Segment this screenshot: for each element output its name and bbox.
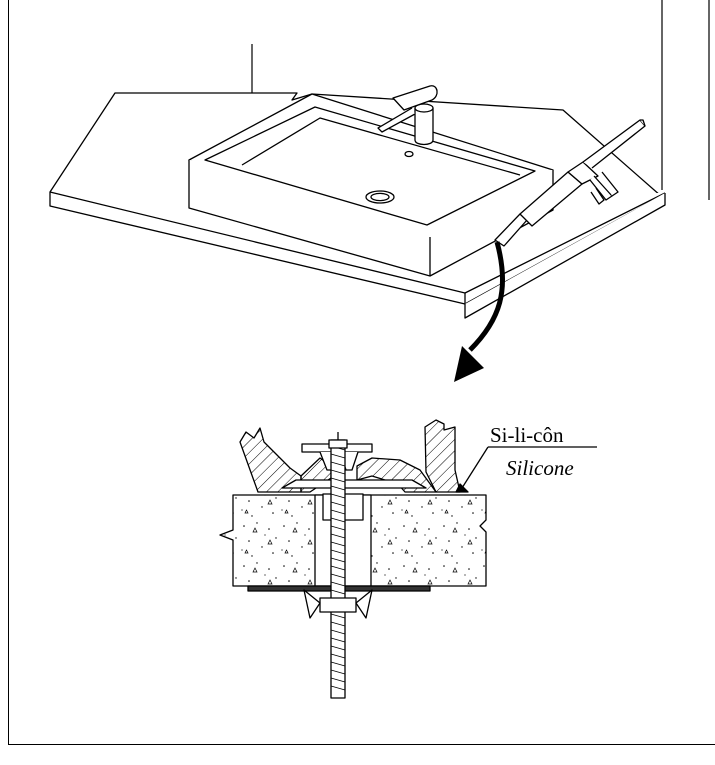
frame-border-left xyxy=(8,0,9,745)
sink-basin xyxy=(188,93,554,277)
silicone-leader-line xyxy=(461,446,597,489)
caulk-gun-icon xyxy=(494,119,646,247)
silicone-label-english: Silicone xyxy=(506,456,574,480)
detail-arrow-icon xyxy=(454,241,505,382)
wall-lines xyxy=(251,0,710,200)
frame-border-bottom xyxy=(8,744,715,745)
cross-section-detail xyxy=(219,419,487,699)
silicone-label-vietnamese: Si-li-côn xyxy=(490,423,564,447)
faucet-icon xyxy=(377,85,438,146)
